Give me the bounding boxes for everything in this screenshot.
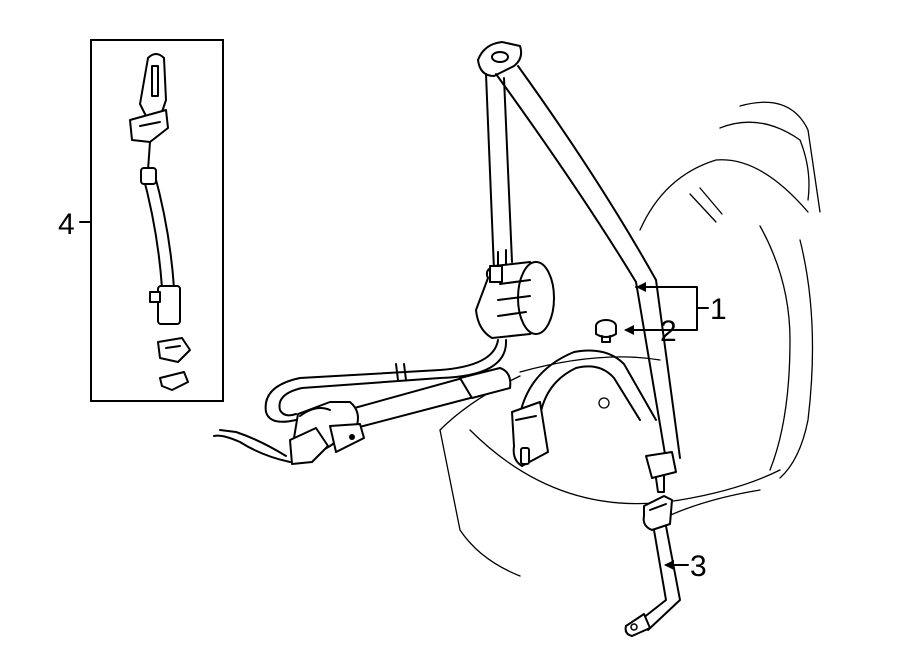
seat-outline [439,101,821,577]
callout-number-4: 4 [58,208,75,241]
part-3-buckle-assembly [511,349,681,637]
part-1-seat-belt-assembly [475,41,681,493]
inset-frame [90,39,224,402]
callout-number-1: 1 [710,293,727,326]
part-4-inset [90,39,224,402]
pretensioner-cable [213,339,512,465]
callout-number-2: 2 [660,315,677,348]
part-2-bolt [595,319,617,343]
callout-number-3: 3 [690,550,707,583]
callout-leaders [79,221,709,570]
